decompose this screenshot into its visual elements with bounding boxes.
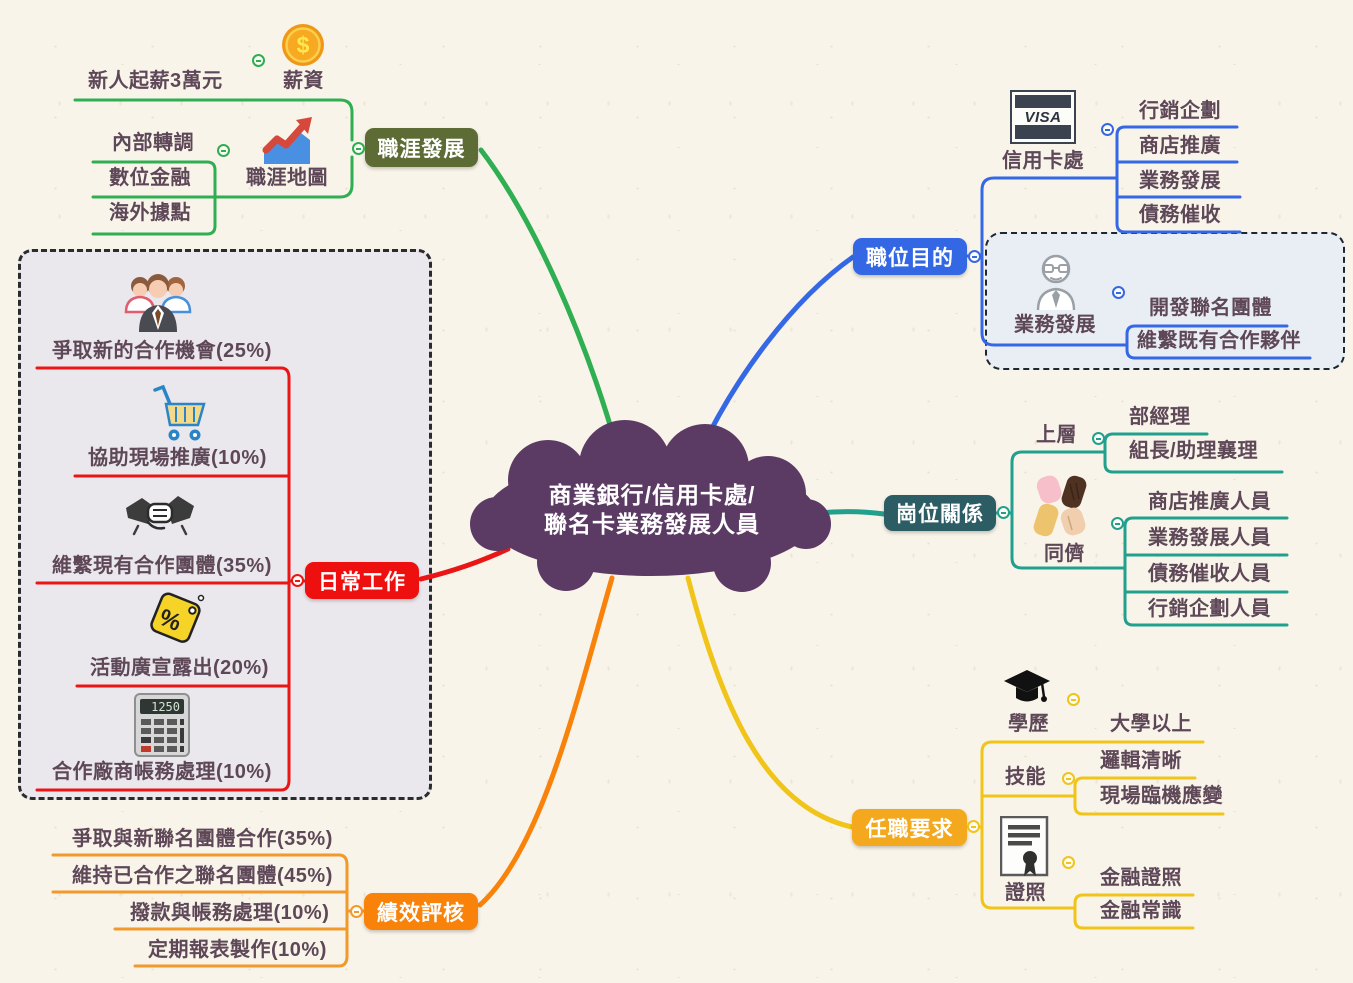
topic-licenses-child[interactable]: 金融證照 xyxy=(1100,867,1182,889)
businessman-icon xyxy=(1031,252,1081,317)
topic-licenses-child[interactable]: 金融常識 xyxy=(1100,900,1182,922)
topic-skills-child[interactable]: 現場臨機應變 xyxy=(1100,785,1223,807)
team-icon xyxy=(122,272,194,339)
graduation-cap-icon xyxy=(1003,668,1053,715)
collapse-button[interactable] xyxy=(1067,693,1080,706)
topic-daily-child[interactable]: 爭取新的合作機會(25%) xyxy=(52,340,272,362)
topic-evaluation-child[interactable]: 維持已合作之聯名團體(45%) xyxy=(72,865,333,887)
topic-evaluation-child[interactable]: 定期報表製作(10%) xyxy=(148,939,327,961)
topic-credit-child[interactable]: 行銷企劃 xyxy=(1139,100,1221,122)
topic-education[interactable]: 學歷 xyxy=(1008,713,1049,735)
topic-upper-child[interactable]: 組長/助理襄理 xyxy=(1129,440,1259,462)
certificate-icon xyxy=(999,815,1050,885)
topic-salary-child[interactable]: 新人起薪3萬元 xyxy=(88,70,223,92)
visa-card-icon: VISA xyxy=(1010,90,1076,149)
hands-together-icon xyxy=(1030,474,1094,545)
daily-work-boundary xyxy=(18,249,432,800)
collapse-button[interactable] xyxy=(1062,856,1075,869)
topic-upper[interactable]: 上層 xyxy=(1036,424,1077,446)
svg-text:$: $ xyxy=(297,32,310,58)
collapse-button[interactable] xyxy=(997,506,1010,519)
topic-upper-child[interactable]: 部經理 xyxy=(1129,406,1191,428)
collapse-button[interactable] xyxy=(1092,432,1105,445)
topic-credit-card-dept[interactable]: 信用卡處 xyxy=(1002,150,1084,172)
collapse-button[interactable] xyxy=(968,250,981,263)
topic-credit-child[interactable]: 商店推廣 xyxy=(1139,135,1221,157)
topic-career-map[interactable]: 職涯地圖 xyxy=(246,167,328,189)
topic-evaluation-child[interactable]: 撥款與帳務處理(10%) xyxy=(130,902,330,924)
topic-peers-child[interactable]: 行銷企劃人員 xyxy=(1148,598,1271,620)
topic-evaluation-child[interactable]: 爭取與新聯名團體合作(35%) xyxy=(72,828,333,850)
topic-peers[interactable]: 同儕 xyxy=(1044,543,1085,565)
topic-licenses[interactable]: 證照 xyxy=(1005,882,1046,904)
handshake-icon xyxy=(124,486,196,553)
topic-peers-child[interactable]: 業務發展人員 xyxy=(1148,527,1271,549)
topic-peers-child[interactable]: 債務催收人員 xyxy=(1148,563,1271,585)
central-topic[interactable]: 商業銀行/信用卡處/ 聯名卡業務發展人員 xyxy=(478,481,826,539)
central-topic-line2: 聯名卡業務發展人員 xyxy=(544,511,760,537)
topic-peers-child[interactable]: 商店推廣人員 xyxy=(1148,491,1271,513)
collapse-button[interactable] xyxy=(350,905,363,918)
price-tag-icon: % xyxy=(145,590,207,657)
topic-business-dev[interactable]: 業務發展 xyxy=(1014,314,1096,336)
branch-node-career[interactable]: 職涯發展 xyxy=(365,128,478,167)
branch-node-evaluation[interactable]: 績效評核 xyxy=(364,893,478,930)
collapse-button[interactable] xyxy=(217,144,230,157)
growth-chart-icon xyxy=(260,112,314,171)
branch-node-requirements[interactable]: 任職要求 xyxy=(852,809,967,846)
dollar-coin-icon: $ xyxy=(280,22,326,73)
collapse-button[interactable] xyxy=(1112,286,1125,299)
topic-career-map-child[interactable]: 海外據點 xyxy=(109,202,191,224)
topic-daily-child[interactable]: 維繫現有合作團體(35%) xyxy=(52,555,272,577)
branch-node-purpose[interactable]: 職位目的 xyxy=(853,238,967,275)
topic-skills[interactable]: 技能 xyxy=(1005,766,1046,788)
central-topic-line1: 商業銀行/信用卡處/ xyxy=(548,482,756,508)
svg-text:1250: 1250 xyxy=(151,700,180,714)
collapse-button[interactable] xyxy=(1111,517,1124,530)
collapse-button[interactable] xyxy=(1062,772,1075,785)
svg-text:VISA: VISA xyxy=(1024,109,1061,126)
calculator-icon: 1250 xyxy=(133,692,191,763)
collapse-button[interactable] xyxy=(352,142,365,155)
branch-node-daily[interactable]: 日常工作 xyxy=(305,562,419,599)
topic-credit-child[interactable]: 債務催收 xyxy=(1139,204,1221,226)
collapse-button[interactable] xyxy=(1101,123,1114,136)
collapse-button[interactable] xyxy=(967,820,980,833)
topic-career-map-child[interactable]: 內部轉調 xyxy=(112,132,194,154)
topic-skills-child[interactable]: 邏輯清晰 xyxy=(1100,750,1182,772)
shopping-cart-icon xyxy=(150,382,210,449)
collapse-button[interactable] xyxy=(252,54,265,67)
topic-business-dev-child[interactable]: 開發聯名團體 xyxy=(1149,297,1272,319)
branch-node-relations[interactable]: 崗位關係 xyxy=(884,495,996,531)
topic-daily-child[interactable]: 協助現場推廣(10%) xyxy=(88,447,267,469)
topic-career-map-child[interactable]: 數位金融 xyxy=(109,167,191,189)
topic-education-child[interactable]: 大學以上 xyxy=(1110,713,1192,735)
topic-daily-child[interactable]: 活動廣宣露出(20%) xyxy=(90,657,269,679)
topic-salary[interactable]: 薪資 xyxy=(283,70,324,92)
collapse-button[interactable] xyxy=(291,574,304,587)
topic-business-dev-child[interactable]: 維繫既有合作夥伴 xyxy=(1137,330,1301,352)
topic-daily-child[interactable]: 合作廠商帳務處理(10%) xyxy=(52,761,272,783)
topic-credit-child[interactable]: 業務發展 xyxy=(1139,170,1221,192)
